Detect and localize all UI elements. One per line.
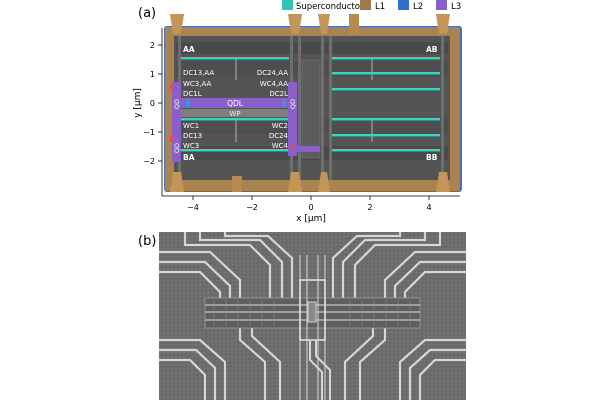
marker-blue — [186, 99, 189, 107]
qd-strip-left — [172, 82, 181, 162]
marker-red — [170, 84, 173, 90]
superconductor-line — [332, 57, 440, 60]
y-tick-label: −1 — [143, 128, 155, 137]
superconductor-line — [332, 72, 440, 75]
corner-label-bb: BB — [426, 153, 438, 162]
superconductor-line — [332, 88, 440, 91]
gate-label-wp: WP — [229, 110, 240, 118]
x-axis-label: x [μm] — [296, 214, 326, 224]
legend-swatch-l2 — [398, 0, 409, 10]
axes: 2 1 0 −1 −2 y [μm] −4 −2 0 2 4 x [μm] — [133, 28, 460, 224]
y-tick-label: −2 — [143, 157, 155, 166]
bond-pad-bottom — [436, 172, 450, 192]
bond-pad-top — [349, 14, 359, 34]
gate-label-dc1l: DC1L — [183, 90, 202, 98]
bond-pad-top — [318, 14, 330, 34]
vertical-gate-line — [298, 36, 301, 180]
corner-label-ba: BA — [183, 153, 195, 162]
gate-label-wc2: WC2 — [272, 122, 288, 130]
gate-label-dc13-aa: DC13,AA — [183, 69, 214, 77]
sem-micrograph — [159, 232, 466, 400]
panel-label-b: (b) — [138, 234, 156, 249]
superconductor-line — [181, 118, 289, 121]
x-tick-label: 0 — [308, 203, 313, 212]
qd-vertical-label: QD — [173, 143, 181, 153]
y-tick-label: 0 — [150, 99, 155, 108]
bond-pad-bottom — [288, 172, 302, 192]
bond-pad-top — [170, 14, 184, 34]
gate-label-qdl: QDL — [227, 99, 244, 108]
x-tick-label: −4 — [187, 203, 199, 212]
y-tick-label: 2 — [150, 41, 155, 50]
legend-label-l1: L1 — [375, 2, 385, 12]
qd-vertical-label: QD — [173, 99, 181, 109]
sem-center-plunger — [299, 279, 326, 341]
marker-red — [170, 136, 173, 142]
superconductor-line — [181, 57, 289, 60]
gate-label-dc13: DC13 — [183, 132, 202, 140]
bond-pad-bottom — [318, 172, 330, 192]
corner-label-ab: AB — [426, 45, 438, 54]
device-layout: QD QD QD AA AB BA BB DC13,AA WC3,AA DC24… — [164, 14, 462, 192]
qdl-bar — [181, 98, 288, 108]
sem-lower-center-lead — [309, 340, 323, 400]
corner-label-aa: AA — [183, 45, 195, 54]
marker-red — [291, 143, 294, 149]
gate-label-wc4: WC4 — [272, 142, 289, 150]
legend-swatch-l3 — [436, 0, 447, 10]
legend-swatch-l1 — [360, 0, 371, 10]
panel-label-a: (a) — [138, 6, 156, 21]
gate-label-dc24-aa: DC24,AA — [257, 69, 288, 77]
x-tick-label: 2 — [367, 203, 372, 212]
bond-pad-top — [288, 14, 302, 34]
legend-label-l3: L3 — [451, 2, 461, 12]
vertical-gate-line — [321, 36, 324, 180]
gate-label-wc3: WC3 — [183, 142, 199, 150]
gate-label-wc3-aa: WC3,AA — [183, 80, 211, 88]
qd-strip-right — [288, 82, 297, 156]
superconductor-line — [332, 134, 440, 137]
sem-fine-lines — [213, 300, 411, 326]
gate-label-dc24: DC24 — [269, 132, 289, 140]
y-axis-label: y [μm] — [133, 88, 143, 118]
superconductor-line — [181, 149, 289, 152]
sem-center-dot — [307, 301, 317, 323]
wp-bar — [181, 109, 288, 117]
legend-label-l2: L2 — [413, 2, 423, 12]
vertical-gate-line — [329, 36, 332, 180]
marker-blue — [283, 99, 286, 107]
gate-label-wc4-aa: WC4,AA — [260, 80, 288, 88]
bond-pad-top — [436, 14, 450, 34]
bond-pad-bottom — [170, 172, 184, 192]
sem-leads-upper-right — [331, 232, 466, 300]
center-block — [301, 59, 321, 159]
superconductor-line — [332, 149, 440, 152]
legend: Superconductor L1 L2 L3 — [282, 0, 461, 12]
superconductor-line — [332, 118, 440, 121]
y-tick-label: 1 — [150, 70, 155, 79]
x-tick-label: 4 — [426, 203, 431, 212]
vertical-gate-line — [441, 36, 444, 180]
l3-stub — [297, 146, 320, 152]
x-tick-label: −2 — [246, 203, 258, 212]
sem-leads-upper-left — [159, 232, 294, 300]
legend-swatch-superconductor — [282, 0, 293, 10]
qd-vertical-label: QD — [289, 99, 297, 109]
sem-lower-center-lead — [315, 340, 331, 400]
legend-label-superconductor: Superconductor — [296, 2, 364, 12]
gate-label-dc2l: DC2L — [269, 90, 288, 98]
gate-label-wc1: WC1 — [183, 122, 199, 130]
bond-pad-bottom — [232, 176, 242, 192]
gate-band — [176, 42, 448, 54]
